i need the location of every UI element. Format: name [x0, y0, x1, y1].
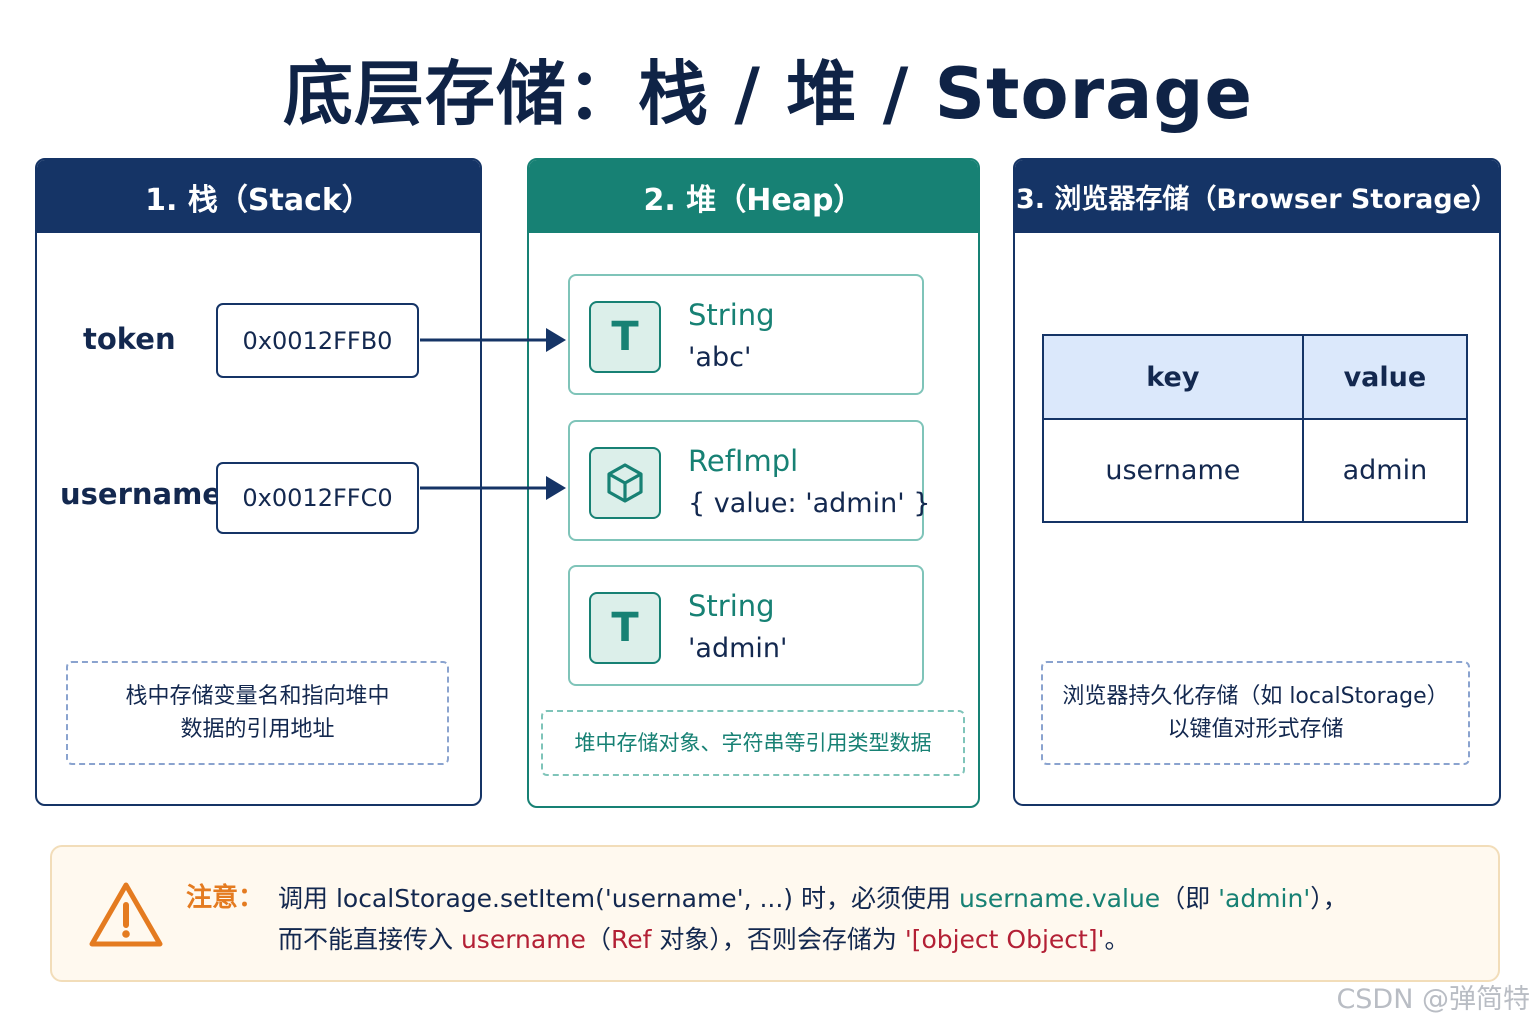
heap-item-string-admin: T String 'admin': [568, 565, 924, 686]
arrow-token-to-heap: [420, 328, 566, 352]
table-header-value: value: [1301, 334, 1469, 420]
heap-item-string-abc: T String 'abc': [568, 274, 924, 395]
heap-item-type: String: [688, 589, 775, 623]
storage-note-line2: 以键值对形式存储: [1167, 717, 1344, 742]
storage-note: 浏览器持久化存储（如 localStorage） 以键值对形式存储: [1041, 661, 1470, 765]
warning-line1: 调用 localStorage.setItem('username', ...)…: [278, 879, 1348, 915]
cube-object-icon: [589, 447, 661, 519]
table-header-key: key: [1042, 334, 1304, 420]
stack-var-token-label: token: [83, 322, 176, 356]
cube-object-icon-graphic: [607, 463, 643, 503]
warning-box: 注意： 调用 localStorage.setItem('username', …: [50, 845, 1500, 982]
page-title: 底层存储：栈 / 堆 / Storage: [283, 53, 1253, 135]
warning-text: 对象），否则会存储为: [651, 925, 905, 954]
storage-note-line1: 浏览器持久化存储（如 localStorage）: [1062, 684, 1449, 709]
storage-header: 3. 浏览器存储（Browser Storage）: [1015, 160, 1499, 233]
heap-item-type: RefImpl: [688, 444, 799, 478]
warning-text: 而不能直接传入: [278, 925, 461, 954]
warning-code-highlight: 'admin': [1218, 884, 1311, 913]
warning-text: （: [585, 925, 611, 954]
arrow-username-to-heap: [420, 476, 566, 500]
table-cell-key: username: [1042, 418, 1304, 523]
warning-title: 注意：: [186, 883, 265, 913]
stack-note-line2: 数据的引用地址: [180, 717, 335, 742]
heap-note: 堆中存储对象、字符串等引用类型数据: [541, 710, 965, 776]
warning-text: 。: [1104, 925, 1130, 954]
warning-triangle-icon: [89, 882, 163, 947]
storage-kv-table: key value username admin: [1042, 334, 1469, 523]
heap-header: 2. 堆（Heap）: [529, 160, 978, 233]
heap-item-value: 'abc': [688, 342, 752, 373]
stack-address-box-token: 0x0012FFB0: [216, 303, 419, 378]
heap-item-value: { value: 'admin' }: [688, 488, 931, 519]
stack-note-line1: 栈中存储变量名和指向堆中: [125, 684, 390, 709]
warning-line2: 而不能直接传入 username（Ref 对象），否则会存储为 '[object…: [278, 920, 1130, 956]
warning-text: 调用 localStorage.setItem('username', ...)…: [278, 884, 959, 913]
warning-text: ），: [1310, 884, 1348, 913]
watermark: CSDN @弹简特: [1336, 984, 1530, 1015]
warning-code-highlight: username: [460, 925, 586, 954]
stack-header: 1. 栈（Stack）: [37, 160, 480, 233]
heap-item-refimpl: RefImpl { value: 'admin' }: [568, 420, 930, 541]
warning-code-highlight: Ref: [610, 925, 652, 954]
text-type-icon: T: [589, 301, 661, 373]
table-row: username admin: [1042, 418, 1469, 523]
table-header-row: key value: [1042, 334, 1469, 420]
stack-var-username-label: username: [60, 477, 222, 511]
heap-item-type: String: [688, 298, 775, 332]
warning-code-highlight: username.value: [958, 884, 1161, 913]
warning-text: （即: [1160, 884, 1219, 913]
warning-code-highlight: '[object Object]': [904, 925, 1105, 954]
stack-note: 栈中存储变量名和指向堆中 数据的引用地址: [66, 661, 449, 765]
table-cell-value: admin: [1301, 418, 1469, 523]
heap-item-value: 'admin': [688, 633, 788, 664]
stack-address-box-username: 0x0012FFC0: [216, 462, 419, 534]
text-type-icon: T: [589, 592, 661, 664]
